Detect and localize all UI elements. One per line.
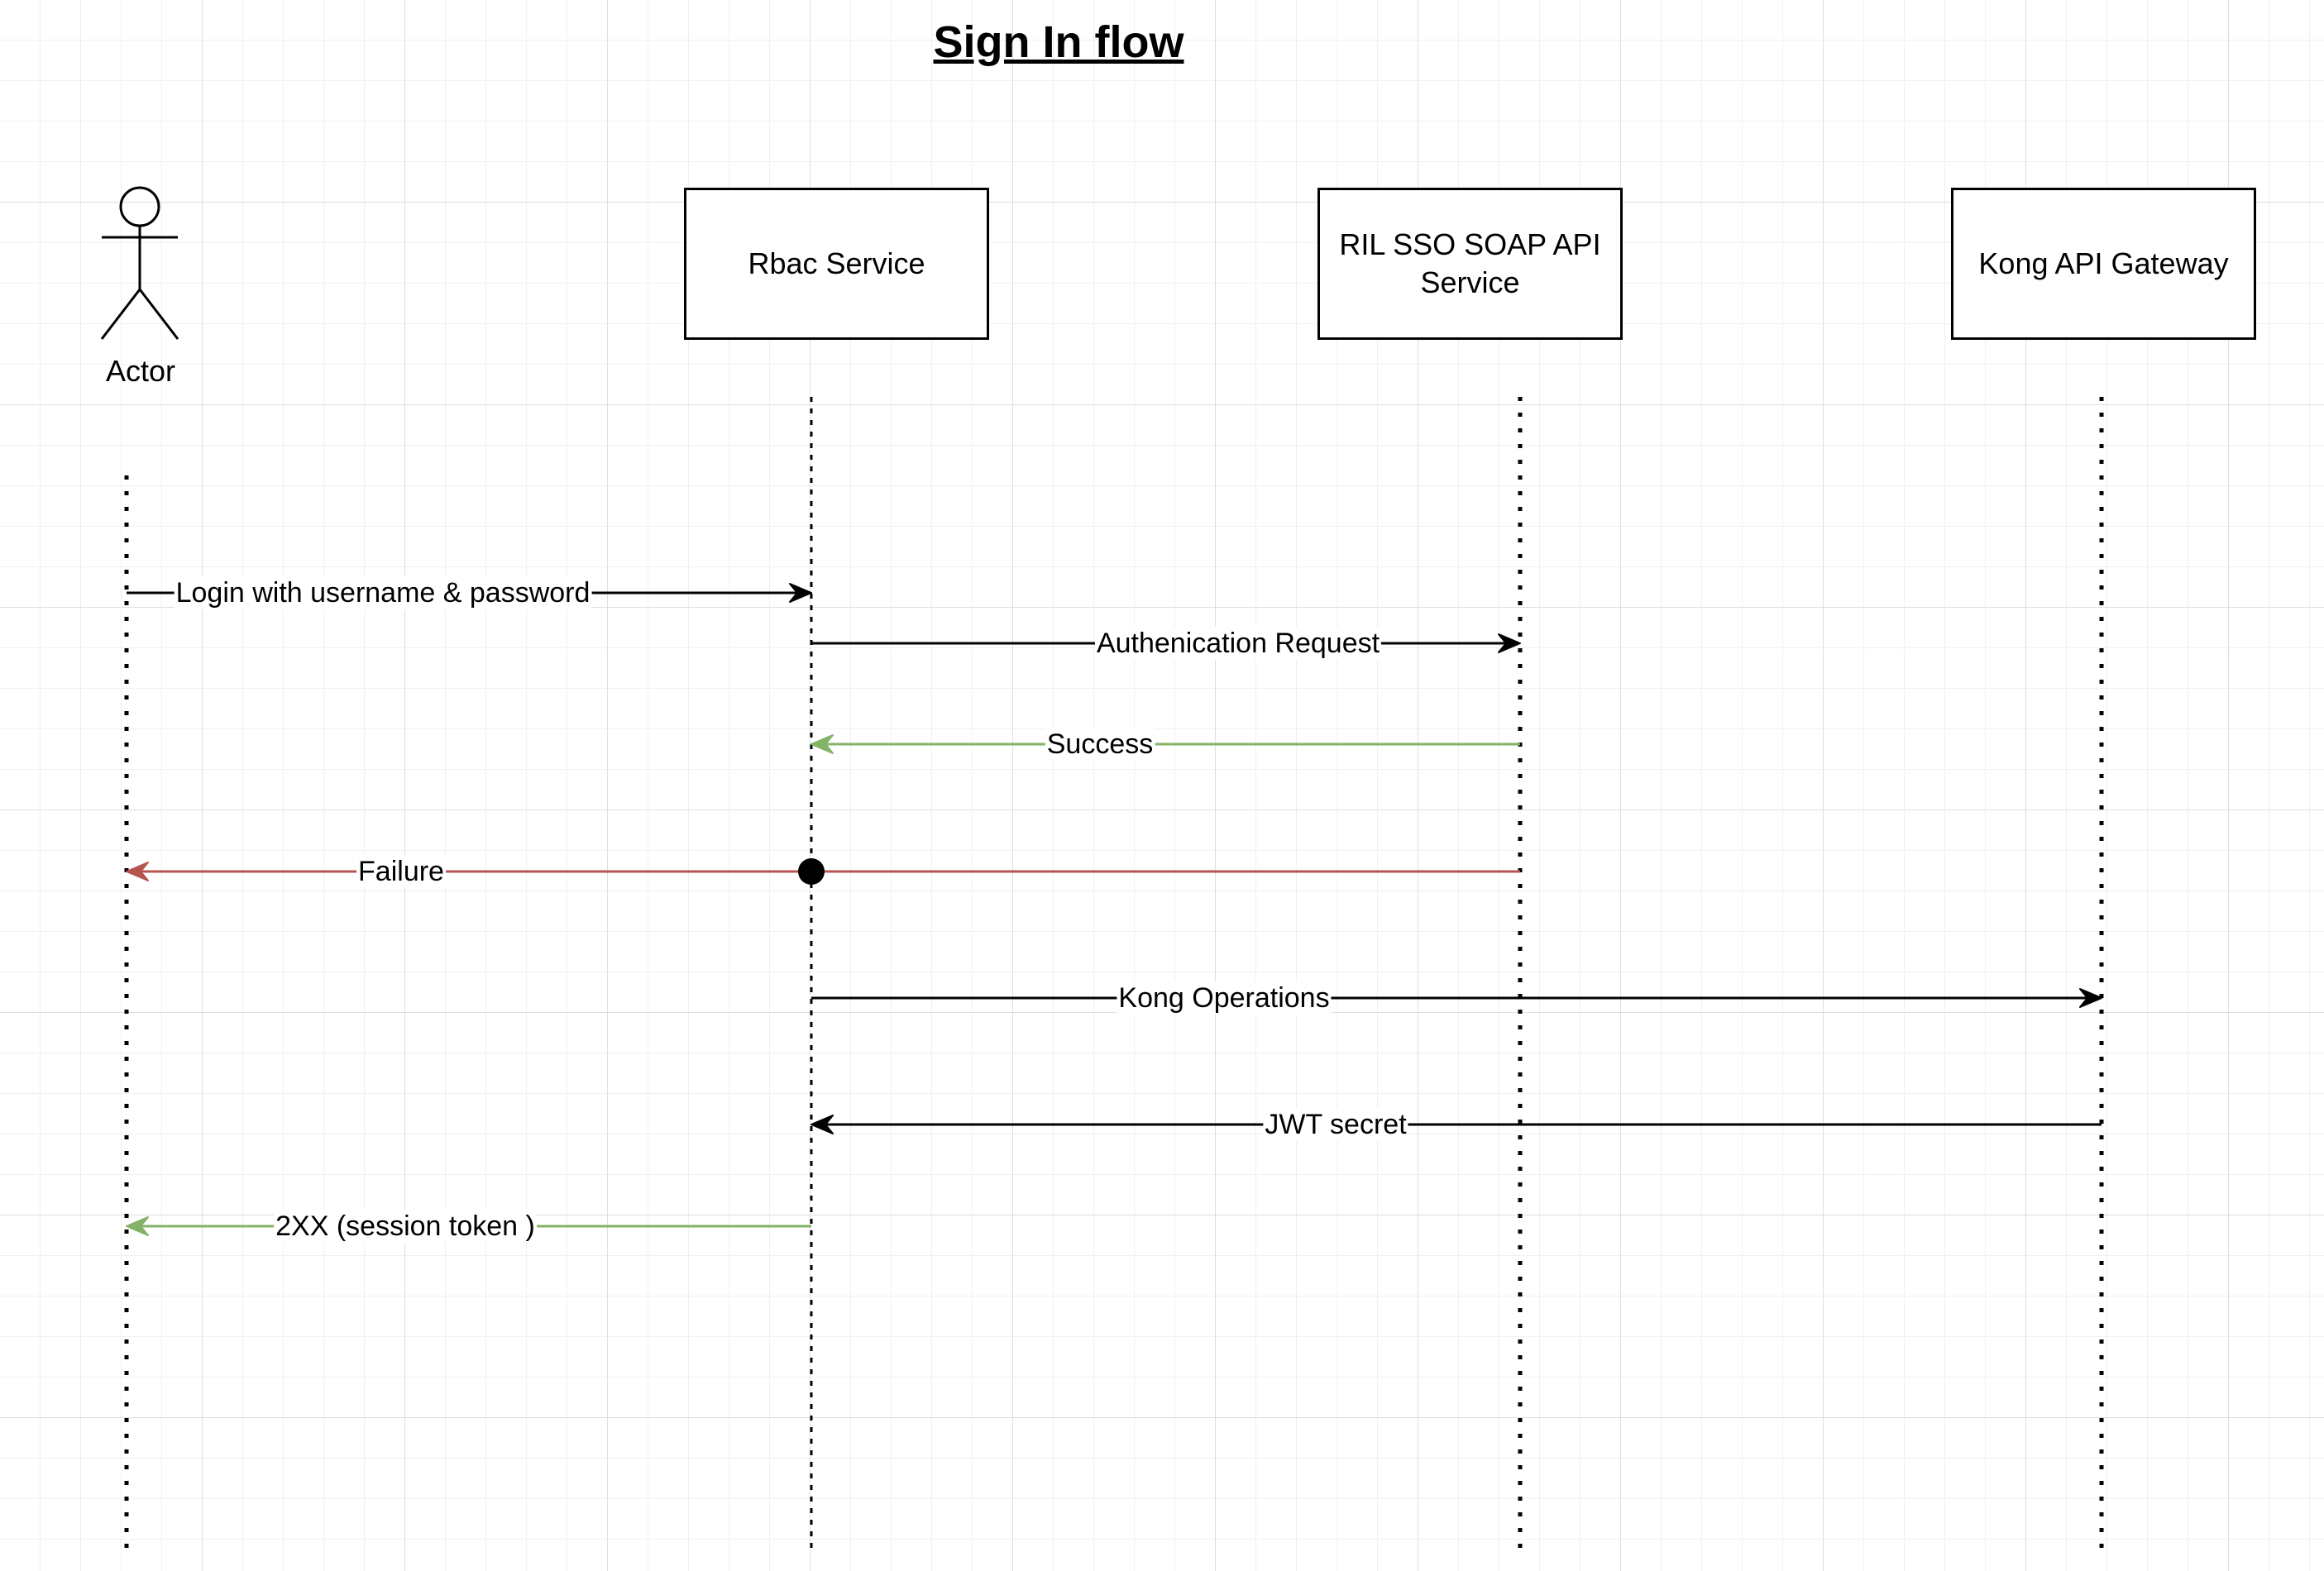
message-auth-label: Authenication Request: [1094, 627, 1382, 660]
actor-stick-figure-icon[interactable]: [100, 186, 179, 340]
participant-label: Kong API Gateway: [1978, 246, 2229, 280]
participant-label: Rbac Service: [748, 246, 925, 280]
diagram-title: Sign In flow: [933, 17, 1184, 67]
participant-label: RIL SSO SOAP API Service: [1339, 227, 1601, 299]
message-failure-label: Failure: [356, 855, 446, 888]
message-login-label: Login with username & password: [174, 576, 592, 609]
message-jwt-label: JWT secret: [1263, 1108, 1408, 1141]
message-failure-arrow[interactable]: [126, 858, 1520, 885]
participant-rbac-service[interactable]: Rbac Service: [684, 188, 989, 340]
actor-label: Actor: [105, 354, 176, 388]
message-session-label: 2XX (session token ): [274, 1210, 537, 1243]
message-success-arrow[interactable]: [811, 734, 1520, 754]
failure-junction-dot: [798, 858, 825, 885]
message-kong-ops-arrow[interactable]: [811, 988, 2102, 1008]
participant-kong-gateway[interactable]: Kong API Gateway: [1951, 188, 2256, 340]
message-success-label: Success: [1045, 728, 1155, 761]
message-jwt-arrow[interactable]: [811, 1115, 2102, 1134]
participant-sso-service[interactable]: RIL SSO SOAP API Service: [1317, 188, 1623, 340]
message-kong-ops-label: Kong Operations: [1117, 981, 1332, 1015]
